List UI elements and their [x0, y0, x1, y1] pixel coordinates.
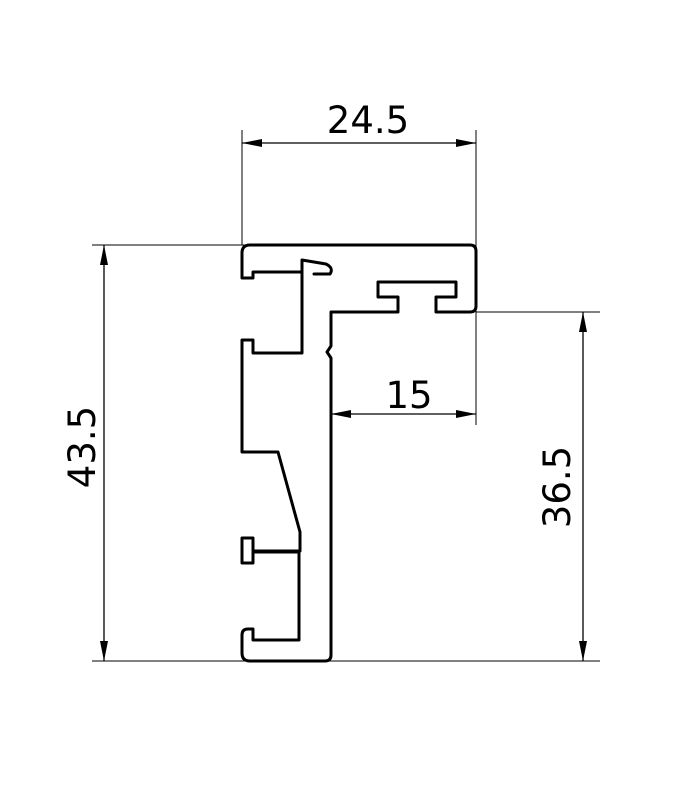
- arrow-top-width-right: [456, 139, 476, 147]
- dim-label-lower-height: 36.5: [536, 446, 579, 528]
- arrow-inner-width-right: [456, 410, 476, 418]
- dim-label-total-height: 43.5: [61, 406, 104, 488]
- profile-outline: [240, 243, 478, 663]
- arrow-lower-height-bottom: [579, 641, 587, 661]
- upper-lip-hook: [300, 258, 333, 276]
- dim-label-inner-width: 15: [385, 374, 432, 417]
- arrow-top-width-left: [242, 139, 262, 147]
- arrow-inner-width-left: [331, 410, 351, 418]
- arrow-lower-height-top: [579, 312, 587, 332]
- arrow-total-height-bottom: [100, 641, 108, 661]
- dim-label-top-width: 24.5: [327, 99, 409, 142]
- arrow-total-height-top: [100, 245, 108, 265]
